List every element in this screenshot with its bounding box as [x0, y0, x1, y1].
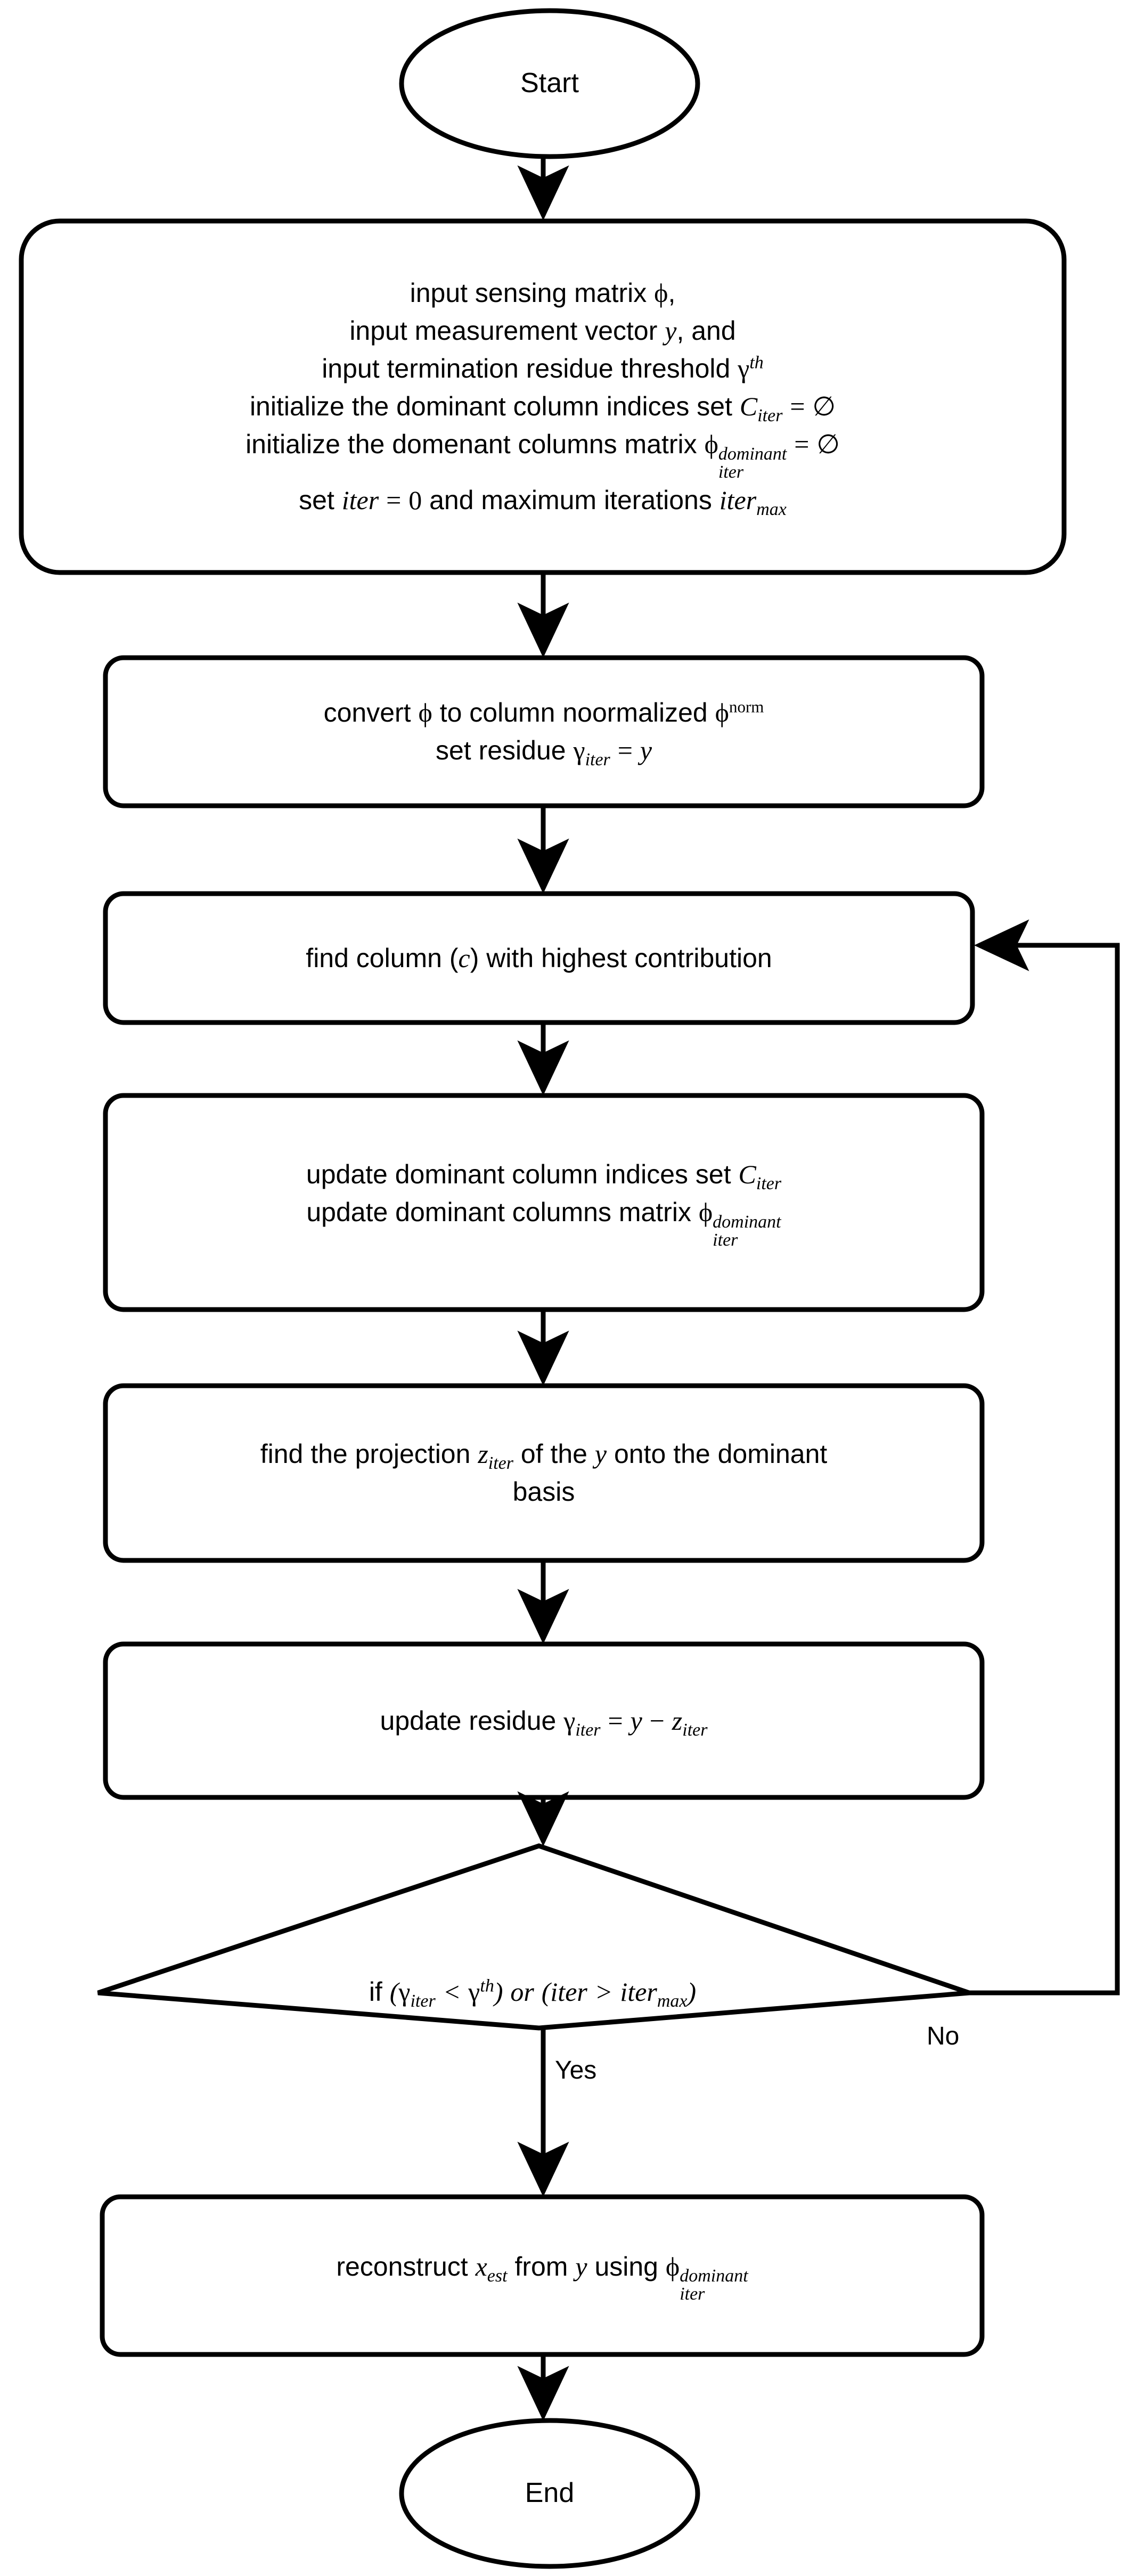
edge-decision-no-feedback-loop	[969, 919, 1120, 1996]
node-end-shape	[399, 2418, 700, 2569]
node-init-shape	[19, 218, 1067, 575]
node-decision-shape	[97, 1843, 970, 2031]
node-reconstruct-shape	[100, 2194, 985, 2357]
edge-label-yes: Yes	[555, 2056, 597, 2084]
node-start-shape	[399, 8, 700, 159]
node-update-residue-shape	[103, 1641, 985, 1800]
node-update-sets-shape	[103, 1093, 985, 1312]
edge-label-no: No	[927, 2022, 960, 2050]
node-normalize-shape	[103, 655, 985, 808]
node-projection-shape	[103, 1383, 985, 1563]
node-find-column-shape	[103, 891, 975, 1025]
